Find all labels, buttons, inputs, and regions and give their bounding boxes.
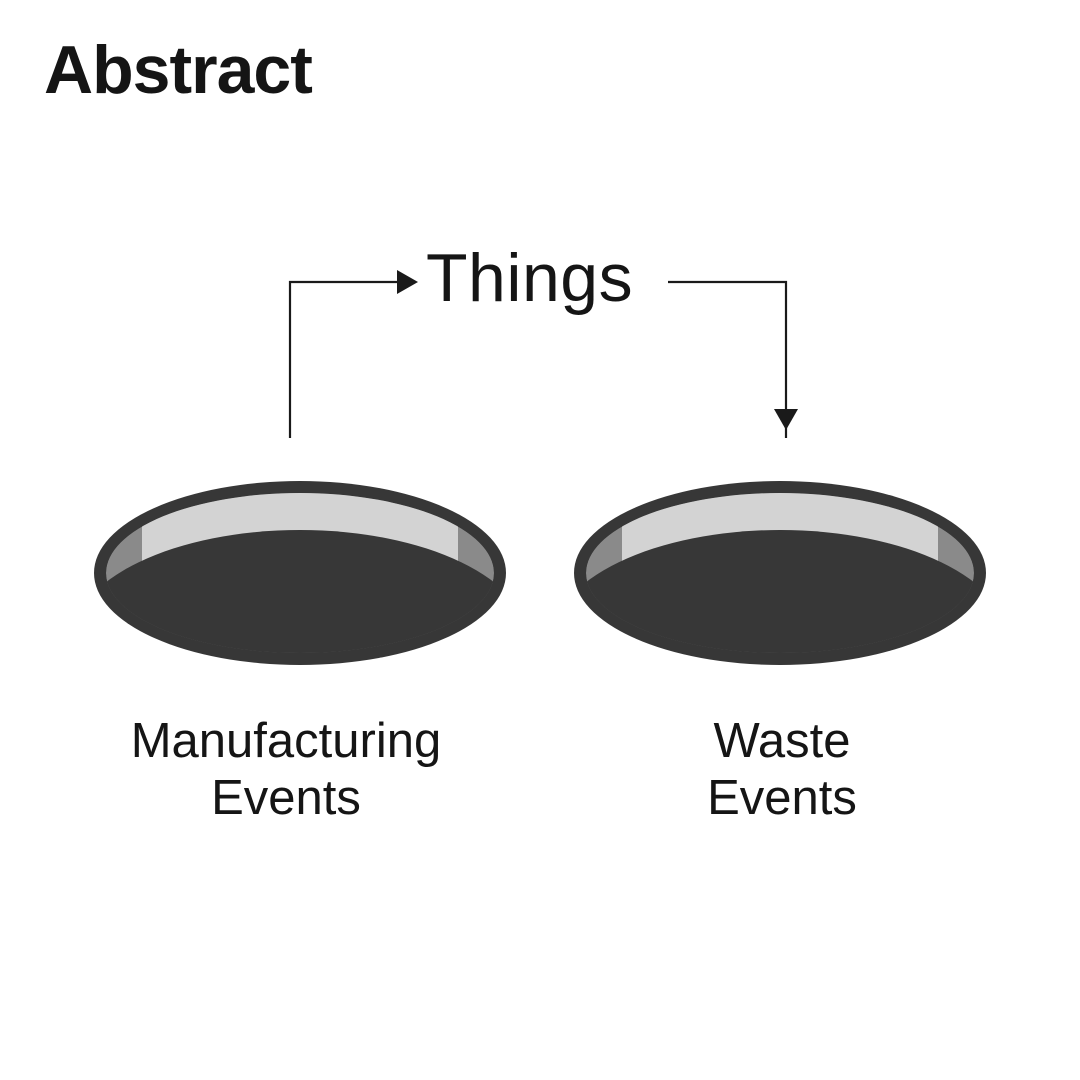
page-title: Abstract [44, 32, 313, 108]
manufacturing-events-line1: Manufacturing [130, 714, 442, 768]
hole-manufacturing-icon [94, 481, 506, 665]
arrowhead-down-icon [774, 409, 798, 430]
arrowhead-right-icon [397, 270, 418, 294]
hole-waste-icon [574, 481, 986, 665]
waste-events-line1: Waste [713, 714, 851, 768]
things-label: Things [426, 240, 634, 316]
arrow-manufacturing-to-things [288, 270, 418, 438]
waste-events-line2: Events [707, 771, 857, 825]
manufacturing-events-label: Manufacturing Events [76, 713, 496, 827]
arrow-things-to-waste [668, 280, 798, 438]
manufacturing-events-line2: Events [211, 771, 361, 825]
waste-events-label: Waste Events [572, 713, 992, 827]
